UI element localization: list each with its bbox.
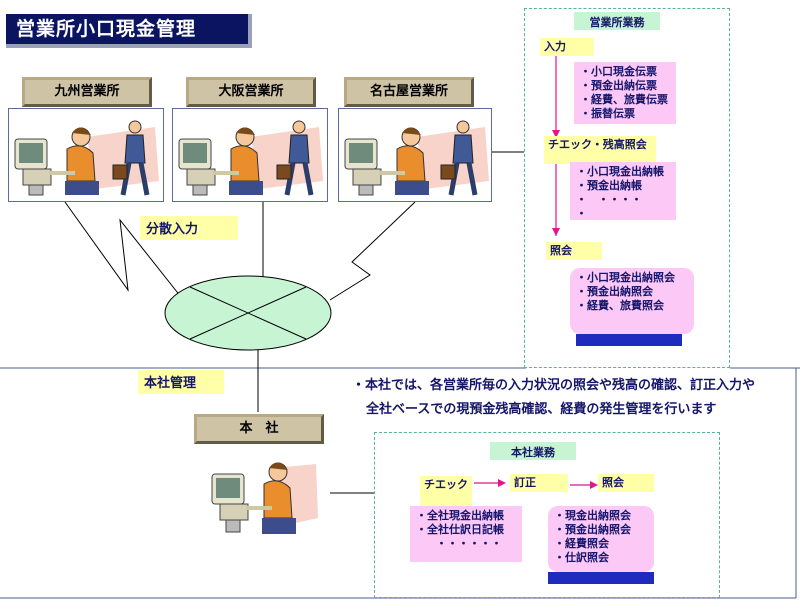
hq-operations-panel (374, 432, 720, 598)
list-item: ・小口現金出納照会 (576, 271, 675, 284)
list-item: ・小口現金伝票 (580, 65, 657, 78)
list-item: ・小口現金出納帳 (576, 165, 664, 178)
walking-businessman-icon (276, 120, 314, 196)
hq-label: 本 社 (194, 414, 324, 444)
step-check-label: チエック・残高照会 (544, 136, 656, 164)
input-items-list: ・小口現金伝票 ・預金出納伝票 ・経費、旅費伝票 ・振替伝票 (574, 62, 676, 124)
branch-operations-panel (524, 8, 730, 368)
hq-panel-bar (548, 572, 654, 584)
distributed-input-label: 分散入力 (140, 216, 238, 240)
hq-step-correct-label: 訂正 (510, 474, 568, 492)
list-item: ・ ・・・・ (576, 193, 642, 206)
list-item: ・預金出納伝票 (580, 79, 657, 92)
list-item: ・・・・・・ (436, 537, 502, 550)
branch-panel-bar (576, 334, 682, 346)
hq-illustration (206, 448, 326, 544)
hq-step-check-label: チエック (420, 476, 472, 506)
hq-inquiry-items-list: ・現金出納照会 ・預金出納照会 ・経費照会 ・仕訳照会 (548, 506, 654, 572)
list-item: ・ (576, 207, 587, 220)
arrow-down-icon (552, 56, 560, 236)
network-hub-icon (164, 275, 332, 351)
list-item: ・仕訳照会 (554, 551, 609, 564)
office-osaka-label: 大阪営業所 (186, 77, 316, 107)
arrow-right-icon (474, 479, 598, 489)
hq-step-inquiry-label: 照会 (598, 474, 654, 492)
check-items-list: ・小口現金出納帳 ・預金出納帳 ・ ・・・・ ・ (570, 162, 676, 220)
page-title: 営業所小口現金管理 (6, 14, 252, 48)
hq-panel-header: 本社業務 (490, 442, 576, 460)
list-item: ・預金出納帳 (576, 179, 642, 192)
list-item: ・全社仕訳日記帳 (416, 523, 504, 536)
list-item: ・振替伝票 (580, 107, 635, 120)
list-item: ・経費、旅費伝票 (580, 93, 668, 106)
hq-description-line1: ・本社では、各営業所毎の入力状況の照会や残高の確認、訂正入力や (352, 378, 756, 393)
branch-panel-header: 営業所業務 (574, 12, 660, 30)
walking-businessman-icon (112, 120, 150, 196)
hq-management-label: 本社管理 (138, 370, 224, 394)
office-nagoya-illustration (338, 108, 492, 202)
list-item: ・経費、旅費照会 (576, 299, 664, 312)
walking-businessman-icon (440, 120, 478, 196)
list-item: ・預金出納照会 (576, 285, 653, 298)
office-osaka-illustration (172, 108, 328, 202)
inquiry-items-list: ・小口現金出納照会 ・預金出納照会 ・経費、旅費照会 (570, 268, 694, 334)
office-worker-at-computer-icon (211, 462, 318, 534)
list-item: ・全社現金出納帳 (416, 509, 504, 522)
hq-check-items-list: ・全社現金出納帳 ・全社仕訳日記帳 ・・・・・・ (410, 506, 522, 562)
hq-description-line2: 全社ベースでの現預金残高確認、経費の発生管理を行います (366, 402, 717, 417)
list-item: ・預金出納照会 (554, 523, 631, 536)
step-inquiry-label: 照会 (546, 242, 602, 260)
step-input-label: 入力 (540, 38, 594, 56)
list-item: ・現金出納照会 (554, 509, 631, 522)
hq-description: ・本社では、各営業所毎の入力状況の照会や残高の確認、訂正入力や 全社ベースでの現… (352, 374, 792, 422)
list-item: ・経費照会 (554, 537, 609, 550)
office-kyushu-label: 九州営業所 (22, 77, 152, 107)
office-nagoya-label: 名古屋営業所 (344, 77, 474, 107)
office-kyushu-illustration (8, 108, 164, 202)
